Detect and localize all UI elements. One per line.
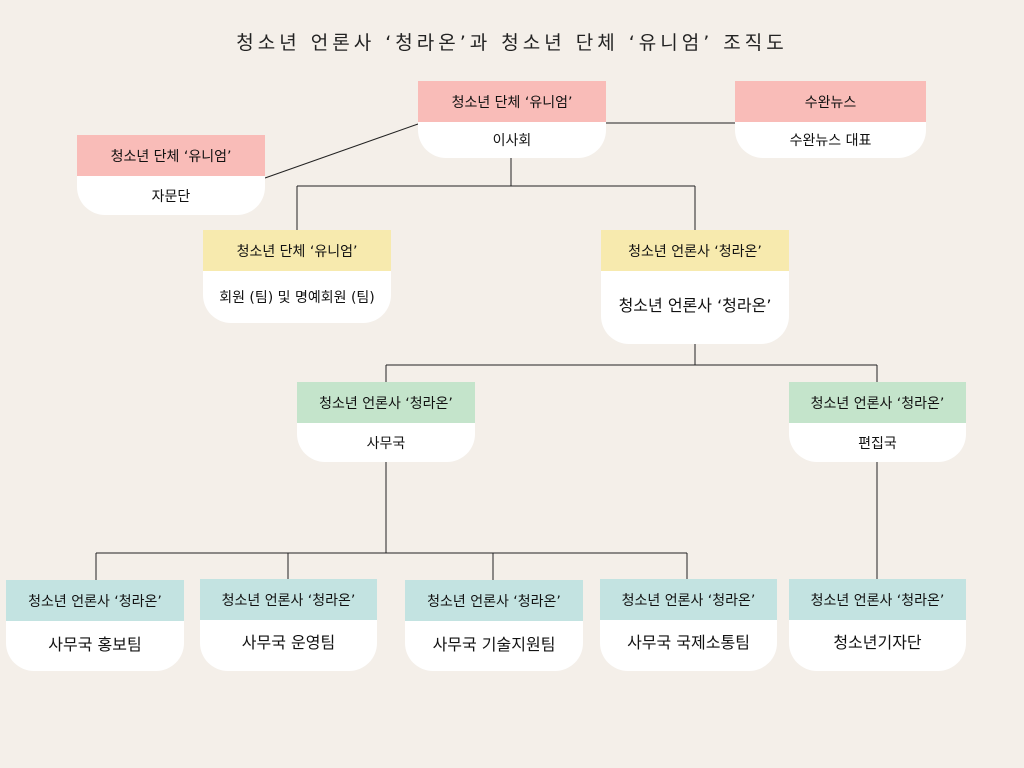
page-title: 청소년 언론사 ‘청라온’과 청소년 단체 ‘유니엄’ 조직도 <box>236 32 788 54</box>
node-reporters: 청소년 언론사 ‘청라온’ 청소년기자단 <box>789 579 966 671</box>
node-intl-team: 청소년 언론사 ‘청라온’ 사무국 국제소통팀 <box>600 579 777 671</box>
node-body: 사무국 홍보팀 <box>48 635 142 654</box>
node-tech-team: 청소년 언론사 ‘청라온’ 사무국 기술지원팀 <box>405 580 583 671</box>
node-board: 청소년 단체 ‘유니엄’ 이사회 <box>418 81 606 158</box>
node-body: 청소년 언론사 ‘청라온’ <box>618 296 772 315</box>
line-board-advisory <box>264 123 419 179</box>
node-editorial: 청소년 언론사 ‘청라온’ 편집국 <box>789 382 966 462</box>
node-body: 사무국 운영팀 <box>241 633 336 652</box>
node-ops-team: 청소년 언론사 ‘청라온’ 사무국 운영팀 <box>200 579 377 671</box>
node-header: 청소년 단체 ‘유니엄’ <box>418 81 606 122</box>
node-header: 청소년 언론사 ‘청라온’ <box>789 579 966 620</box>
node-pr-team: 청소년 언론사 ‘청라온’ 사무국 홍보팀 <box>6 580 184 671</box>
node-members: 청소년 단체 ‘유니엄’ 회원 (팀) 및 명예회원 (팀) <box>203 230 391 323</box>
node-body: 회원 (팀) 및 명예회원 (팀) <box>219 290 375 306</box>
node-press: 청소년 언론사 ‘청라온’ 청소년 언론사 ‘청라온’ <box>601 230 789 344</box>
node-header: 청소년 언론사 ‘청라온’ <box>6 580 184 621</box>
node-body: 수완뉴스 대표 <box>789 133 872 149</box>
node-body: 청소년기자단 <box>833 633 922 652</box>
node-body: 편집국 <box>858 435 897 452</box>
node-body: 자문단 <box>151 188 191 205</box>
node-body: 사무국 기술지원팀 <box>432 635 556 654</box>
node-body: 이사회 <box>492 133 532 149</box>
node-advisory: 청소년 단체 ‘유니엄’ 자문단 <box>77 135 265 215</box>
node-header: 청소년 언론사 ‘청라온’ <box>789 382 966 423</box>
node-body: 사무국 <box>366 435 406 452</box>
node-header: 청소년 언론사 ‘청라온’ <box>600 579 777 620</box>
node-header: 청소년 언론사 ‘청라온’ <box>405 580 583 621</box>
node-header: 수완뉴스 <box>735 81 926 122</box>
node-header: 청소년 단체 ‘유니엄’ <box>203 230 391 271</box>
node-header: 청소년 단체 ‘유니엄’ <box>77 135 265 176</box>
node-body: 사무국 국제소통팀 <box>627 633 750 652</box>
node-header: 청소년 언론사 ‘청라온’ <box>601 230 789 271</box>
node-header: 청소년 언론사 ‘청라온’ <box>200 579 377 620</box>
node-header: 청소년 언론사 ‘청라온’ <box>297 382 475 423</box>
node-secretariat: 청소년 언론사 ‘청라온’ 사무국 <box>297 382 475 462</box>
node-suwan-news: 수완뉴스 수완뉴스 대표 <box>735 81 926 158</box>
